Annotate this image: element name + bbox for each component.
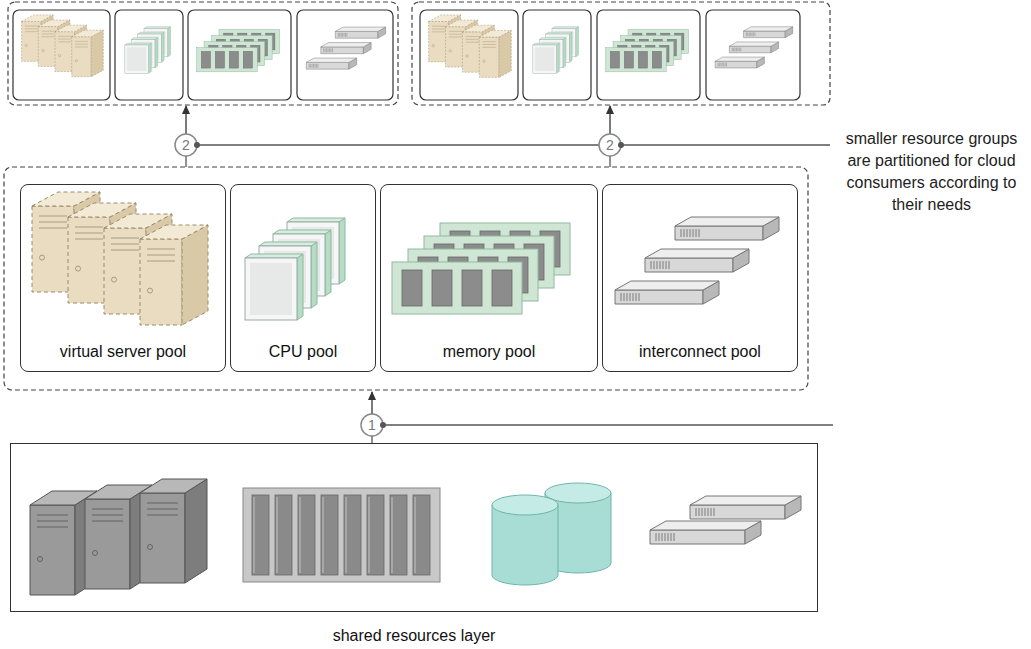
callout-number: 1 xyxy=(361,414,383,436)
callout-lines xyxy=(186,106,833,443)
callout-dots xyxy=(194,142,624,428)
pool-label: memory pool xyxy=(381,343,597,361)
callout-circles xyxy=(175,134,621,436)
pool-container xyxy=(4,167,808,390)
pool-box: CPU pool xyxy=(230,184,376,372)
layer-box: shared resources layer xyxy=(10,443,818,612)
callout-number: 2 xyxy=(175,134,197,156)
pool-art xyxy=(32,192,779,325)
shared-art xyxy=(30,479,801,595)
annotation-note: smaller resource groups are partitioned … xyxy=(834,128,1029,216)
pool-box: interconnect pool xyxy=(602,184,798,372)
pool-box: virtual server pool xyxy=(20,184,226,372)
layer-label: shared resources layer xyxy=(11,627,817,645)
pool-box: memory pool xyxy=(380,184,598,372)
pool-label: CPU pool xyxy=(231,343,375,361)
resource-group xyxy=(412,2,830,105)
resource-group xyxy=(8,2,398,105)
callout-number: 2 xyxy=(599,134,621,156)
pool-label: interconnect pool xyxy=(603,343,797,361)
pool-label: virtual server pool xyxy=(21,343,225,361)
mini-boxes xyxy=(13,10,800,100)
